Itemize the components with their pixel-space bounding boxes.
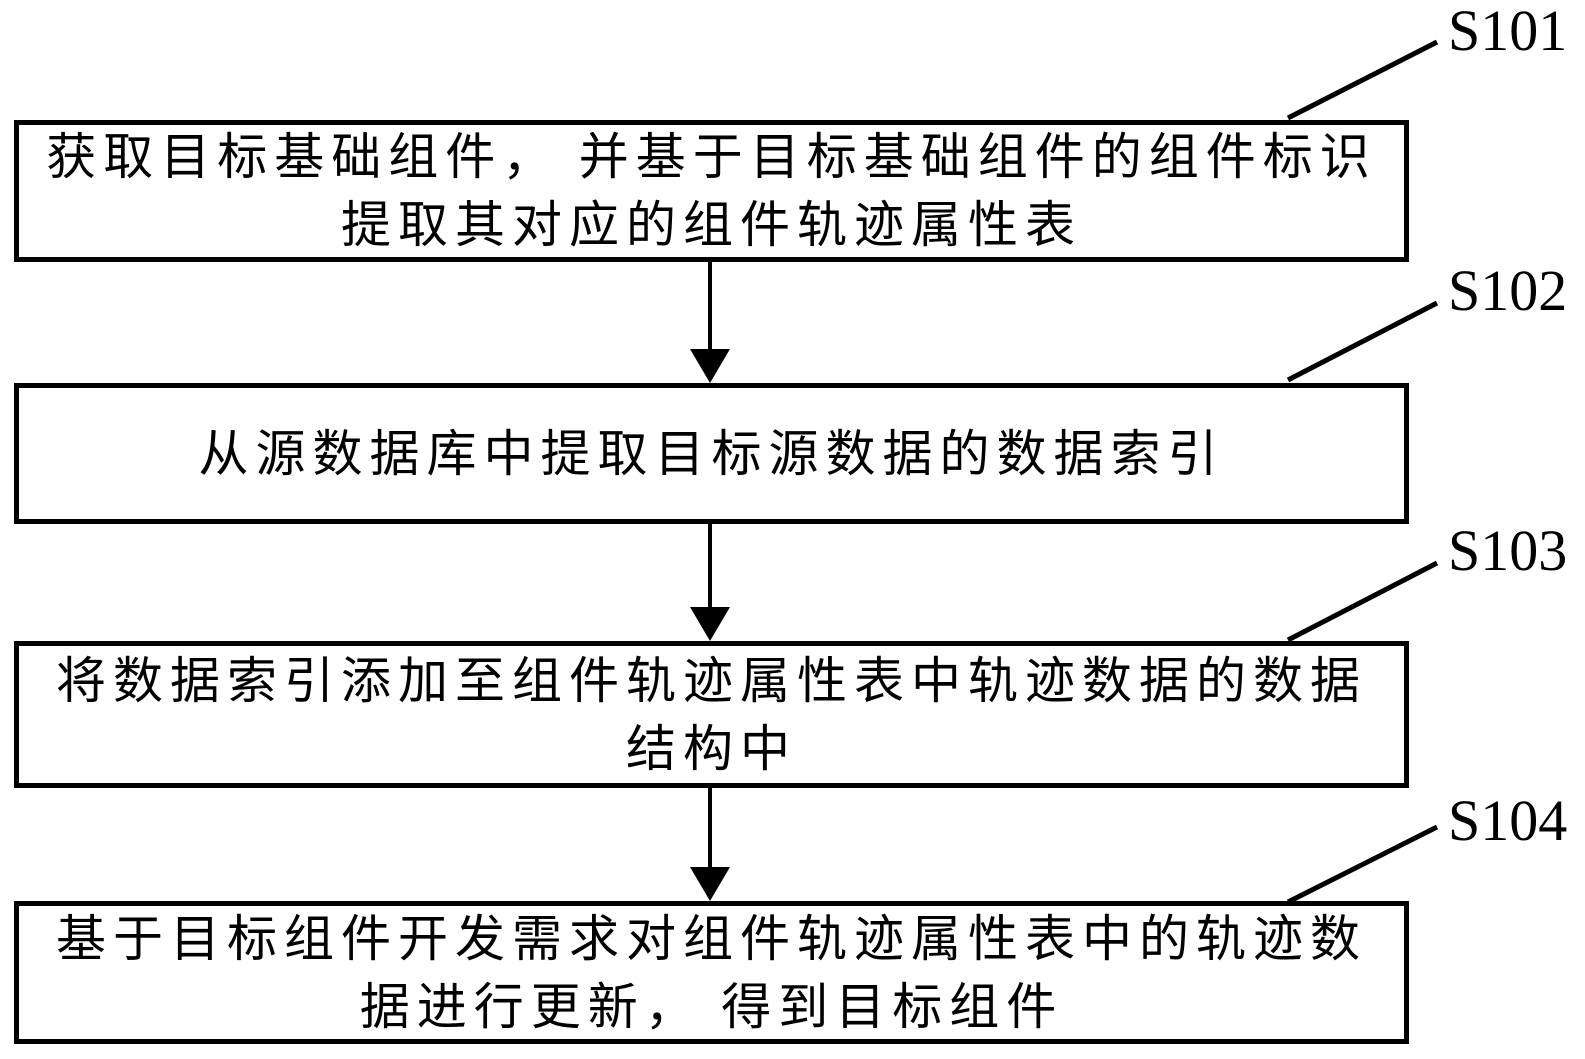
step-box-s101: 获取目标基础组件， 并基于目标基础组件的组件标识 提取其对应的组件轨迹属性表 bbox=[14, 120, 1409, 262]
arrow-head-icon bbox=[690, 349, 730, 383]
step-text-line: 据进行更新， 得到目标组件 bbox=[359, 978, 1064, 1035]
leader-line-s101 bbox=[1286, 39, 1439, 121]
step-box-s103: 将数据索引添加至组件轨迹属性表中轨迹数据的数据 结构中 bbox=[14, 641, 1409, 788]
step-text-line: 提取其对应的组件轨迹属性表 bbox=[341, 197, 1082, 253]
arrow-head-icon bbox=[690, 607, 730, 641]
step-box-s102: 从源数据库中提取目标源数据的数据索引 bbox=[14, 383, 1409, 524]
leader-line-s103 bbox=[1286, 560, 1439, 643]
step-label-s104: S104 bbox=[1448, 788, 1568, 853]
arrow-shaft bbox=[708, 262, 712, 349]
leader-line-s102 bbox=[1286, 300, 1439, 383]
step-text-line: 获取目标基础组件， 并基于目标基础组件的组件标识 bbox=[46, 129, 1377, 185]
step-box-s104: 基于目标组件开发需求对组件轨迹属性表中的轨迹数 据进行更新， 得到目标组件 bbox=[14, 901, 1409, 1044]
step-label-s102: S102 bbox=[1448, 258, 1568, 323]
arrow-shaft bbox=[708, 788, 712, 867]
step-label-s101: S101 bbox=[1448, 0, 1568, 63]
step-label-s103: S103 bbox=[1448, 518, 1568, 583]
step-text-line: 结构中 bbox=[626, 720, 797, 777]
step-text-line: 基于目标组件开发需求对组件轨迹属性表中的轨迹数 bbox=[56, 910, 1367, 967]
arrow-shaft bbox=[708, 524, 712, 607]
arrow-head-icon bbox=[690, 867, 730, 901]
step-text-line: 将数据索引添加至组件轨迹属性表中轨迹数据的数据 bbox=[56, 652, 1367, 709]
leader-line-s104 bbox=[1286, 824, 1439, 905]
step-text-line: 从源数据库中提取目标源数据的数据索引 bbox=[198, 425, 1225, 482]
